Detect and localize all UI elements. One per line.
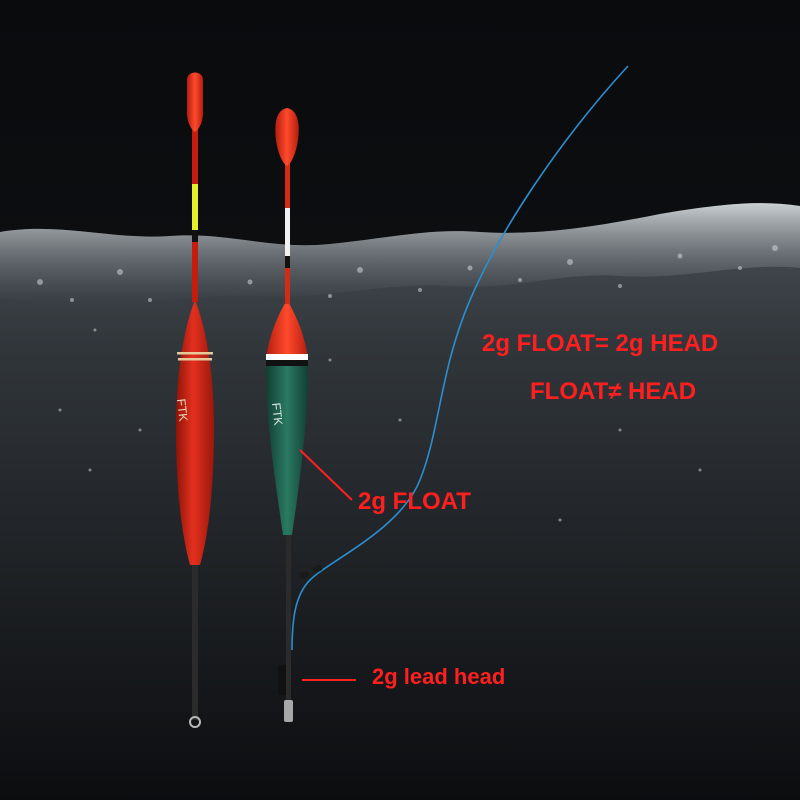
red-float-antenna-red: [192, 128, 198, 184]
equation-line-2: FLOAT≠ HEAD: [530, 378, 697, 405]
float-pointer-line: [299, 449, 353, 501]
red-float-stem: [192, 560, 198, 720]
red-float-tip: [187, 72, 203, 132]
red-float-body: [175, 300, 215, 565]
red-float-antenna-yellow: [192, 184, 198, 230]
float-weight-label: 2g FLOAT: [358, 488, 471, 515]
green-float-antenna-red: [285, 160, 290, 208]
red-float-antenna-red: [192, 242, 198, 302]
line-stopper: [299, 571, 310, 579]
red-float: [175, 72, 215, 728]
green-float-white-band: [266, 354, 308, 360]
green-float-antenna-white: [285, 208, 290, 256]
lead-head-weight: [278, 665, 286, 695]
green-float-tip: [275, 108, 299, 166]
lead-head-label: 2g lead head: [372, 664, 506, 689]
red-float-brand-mark: FTK: [174, 398, 191, 423]
line-stopper: [312, 565, 323, 573]
green-float: [266, 108, 308, 722]
fishing-line: [291, 65, 629, 651]
red-float-antenna-black: [192, 230, 198, 242]
swivel-connector: [284, 700, 293, 722]
green-float-body: [266, 366, 308, 535]
green-float-brand-mark: FTK: [269, 402, 286, 427]
green-float-black-band: [266, 360, 308, 366]
red-float-eyelet: [189, 716, 201, 728]
water-surface: [0, 203, 800, 307]
green-float-antenna-black: [285, 256, 290, 268]
red-float-band: [177, 352, 213, 355]
green-float-stem: [286, 530, 291, 700]
green-float-antenna-red: [285, 268, 290, 304]
green-float-red-top: [266, 300, 308, 360]
bubbles: [37, 245, 778, 522]
equation-line-1: 2g FLOAT= 2g HEAD: [482, 330, 719, 357]
red-float-band: [178, 358, 212, 361]
